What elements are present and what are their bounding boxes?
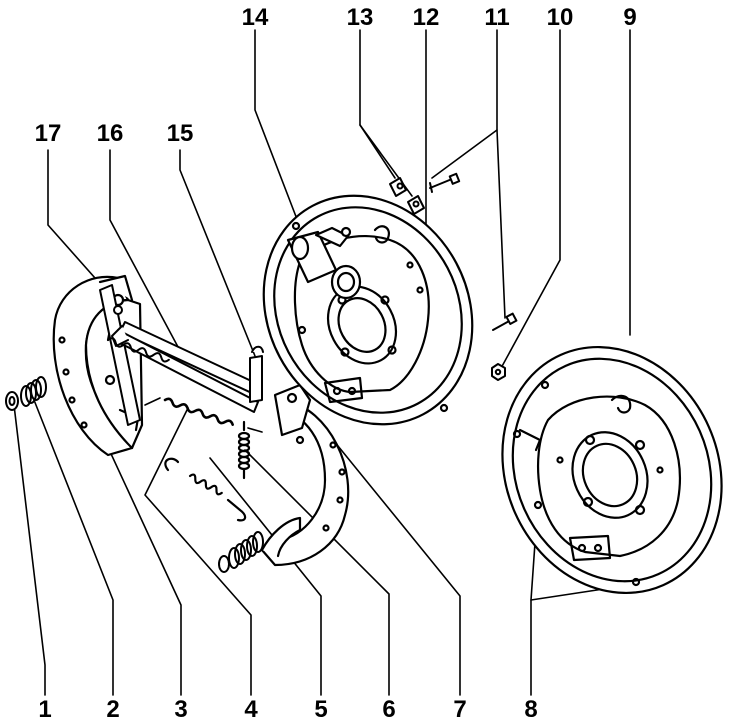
callout-11: 11 xyxy=(484,4,510,31)
callout-12: 12 xyxy=(412,4,440,31)
leader-16 xyxy=(109,149,186,361)
callout-6: 6 xyxy=(382,696,396,723)
part-5-spring xyxy=(164,457,247,522)
leader-3 xyxy=(99,429,182,696)
callout-5: 5 xyxy=(314,696,328,723)
leader-5 xyxy=(209,457,322,696)
part-17-lever xyxy=(99,284,141,426)
leader-lines xyxy=(13,29,631,696)
leader-10 xyxy=(499,29,561,371)
leader-2 xyxy=(33,399,114,696)
leader-4 xyxy=(144,407,252,696)
callout-9: 9 xyxy=(623,4,637,31)
upper-return-spring xyxy=(107,337,170,363)
callout-14: 14 xyxy=(241,4,269,31)
part-10-nut xyxy=(491,363,506,381)
lower-hold-down-spring xyxy=(218,531,264,573)
part-6-spring xyxy=(237,420,251,480)
callout-4: 4 xyxy=(244,696,258,723)
callout-17: 17 xyxy=(34,120,62,147)
callout-3: 3 xyxy=(174,696,188,723)
part-7-brake-shoe xyxy=(260,383,350,567)
part-11-bolts xyxy=(429,172,518,331)
part-2-hold-down-spring xyxy=(20,376,47,407)
callout-1: 1 xyxy=(38,696,52,723)
leader-14 xyxy=(254,29,306,241)
callout-13: 13 xyxy=(346,4,374,31)
part-4-lower-spring xyxy=(144,397,263,433)
leader-1 xyxy=(13,404,46,696)
callout-2: 2 xyxy=(106,696,120,723)
leader-11b xyxy=(496,129,506,319)
leader-6 xyxy=(244,449,390,696)
leader-7 xyxy=(324,429,461,696)
leader-15 xyxy=(179,149,256,357)
part-1-retainer xyxy=(5,391,19,411)
callout-8: 8 xyxy=(524,696,538,723)
leader-13a xyxy=(359,29,396,179)
part-13-bleeder-screws xyxy=(389,177,425,215)
callout-10: 10 xyxy=(546,4,574,31)
part-12-backing-plate xyxy=(262,194,474,426)
leader-11a xyxy=(431,29,498,179)
callout-15: 15 xyxy=(166,120,194,147)
part-15-adjusting-lever xyxy=(249,345,264,403)
callout-16: 16 xyxy=(96,120,124,147)
part-9-backing-plate xyxy=(501,345,723,595)
callout-7: 7 xyxy=(453,696,467,723)
